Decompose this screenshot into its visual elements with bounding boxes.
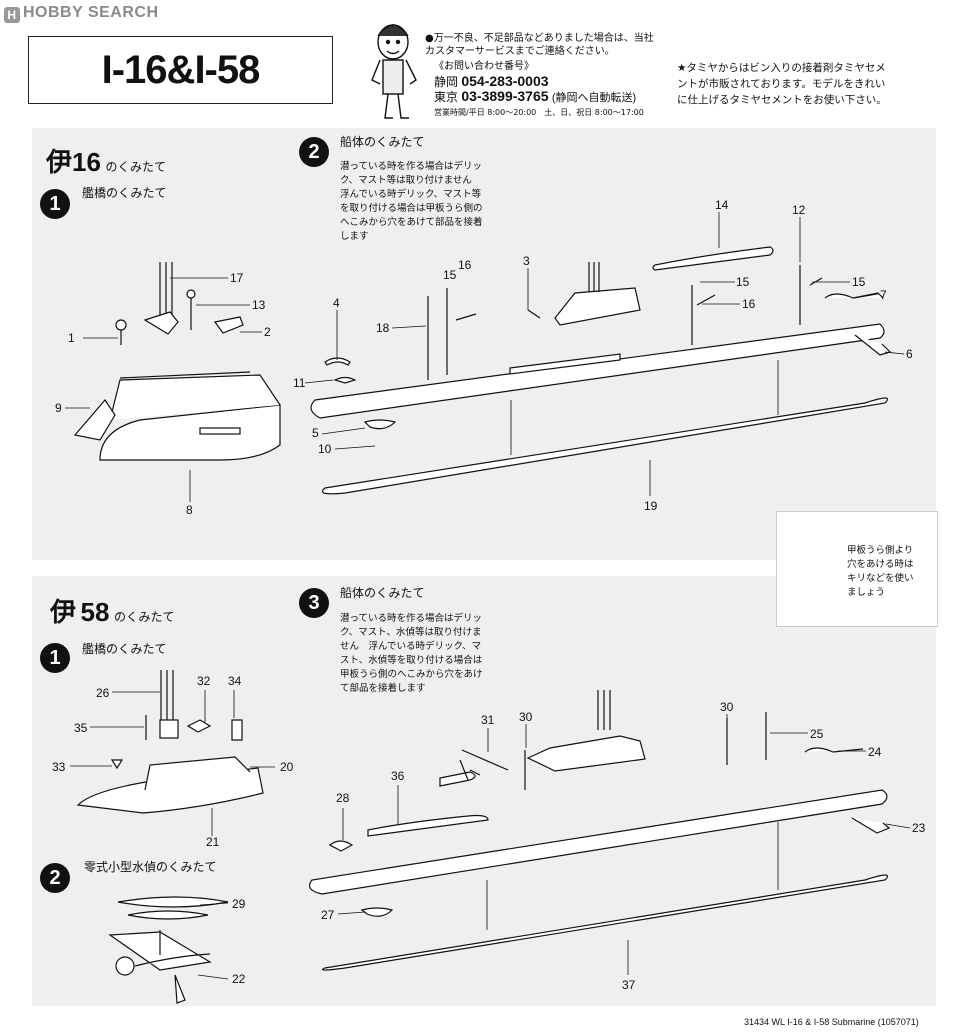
i16-step2-number: 2 <box>299 137 329 167</box>
part-number: 16 <box>742 297 756 311</box>
tokyo-note: (静岡へ自動転送) <box>551 92 637 104</box>
seaplane-drawing <box>108 896 229 1004</box>
part-number: 23 <box>912 821 926 835</box>
tokyo-city: 東京 <box>434 90 459 104</box>
shizuoka-city: 静岡 <box>434 75 459 89</box>
part-number: 8 <box>186 503 193 517</box>
part-number: 34 <box>228 674 242 688</box>
business-hours: 営業時間/平日 8:00〜20:00 土、日、祝日 8:00〜17:00 <box>434 108 644 117</box>
watermark-text: HOBBY SEARCH <box>23 4 159 21</box>
part-number: 32 <box>197 674 211 688</box>
part-number: 30 <box>720 700 734 714</box>
part-number: 16 <box>458 258 472 272</box>
part-number: 5 <box>312 426 319 440</box>
part-number: 13 <box>252 298 266 312</box>
i58-step3-instructions: 潜っている時を作る場合はデリッ ク、マスト、水偵等は取り付けま せん 浮んでいる… <box>340 613 483 694</box>
part-number: 27 <box>321 908 335 922</box>
part-number: 12 <box>792 203 806 217</box>
part-number: 9 <box>55 401 62 415</box>
part-number: 15 <box>443 268 457 282</box>
part-number: 11 <box>293 376 306 390</box>
customer-service-intro: ●万一不良、不足部品などありました場合は、当社 カスタマーサービスまでご連絡くだ… <box>425 33 654 57</box>
page-title: I-16&I-58 <box>101 47 261 92</box>
part-number: 21 <box>206 835 220 849</box>
i16-heading-suffix: のくみたて <box>105 160 166 174</box>
i16-step1-number: 1 <box>40 189 70 219</box>
title-box: I-16&I-58 <box>28 36 333 104</box>
footer-product-code: 31434 WL I-16 & I-58 Submarine (1057071) <box>744 1017 919 1027</box>
hobby-search-icon: H <box>4 7 20 23</box>
i58-step1-number: 1 <box>40 643 70 673</box>
part-number: 2 <box>264 325 271 339</box>
part-number: 36 <box>391 769 405 783</box>
drill-tip-box: 甲板うら側より 穴をあける時は キリなどを使い ましょう <box>776 511 938 627</box>
i16-heading-kanji: 伊 <box>46 147 73 177</box>
seaplane-leaders <box>197 902 229 980</box>
i58-heading-kanji: 伊 <box>50 597 77 627</box>
part-number: 4 <box>333 296 340 310</box>
i58-step3-number: 3 <box>299 588 329 618</box>
part-number: 25 <box>810 727 824 741</box>
part-number: 29 <box>232 897 246 911</box>
cement-note: ★タミヤからはビン入りの接着剤タミヤセメ ントが市販されております。モデルをきれ… <box>677 62 887 106</box>
part-number: 3 <box>523 254 530 268</box>
part-number: 10 <box>318 442 332 456</box>
part-number: 35 <box>74 721 88 735</box>
i58-hull-leaders <box>337 714 911 975</box>
i16-hull-drawing <box>310 246 892 495</box>
tokyo-tel: 03-3899-3765 <box>461 88 549 104</box>
part-number: 28 <box>336 791 350 805</box>
part-number: 15 <box>736 275 750 289</box>
i16-step1-title: 艦橋のくみたて <box>82 186 167 200</box>
part-number: 1 <box>68 331 75 345</box>
i16-heading: 伊16 のくみたて <box>46 142 166 179</box>
i58-step2-title: 零式小型水偵のくみたて <box>84 860 217 874</box>
i58-bridge-leaders <box>70 690 275 836</box>
part-number: 33 <box>52 760 66 774</box>
part-number: 17 <box>230 271 244 285</box>
i58-heading-suffix: のくみたて <box>114 610 175 624</box>
i58-step3-title: 船体のくみたて <box>340 586 425 600</box>
i16-heading-num: 16 <box>72 147 101 177</box>
shizuoka-phone: 静岡 054-283-0003 <box>434 73 549 90</box>
i58-heading: 伊 58 のくみたて <box>50 592 174 629</box>
part-number: 31 <box>481 713 495 727</box>
i16-bridge-leaders <box>65 277 262 502</box>
part-number: 20 <box>280 760 294 774</box>
drill-tip-text: 甲板うら側より 穴をあける時は キリなどを使い ましょう <box>847 545 914 598</box>
customer-service-label: 《お問い合わせ番号》 <box>434 61 534 72</box>
i16-bridge-drawing <box>73 262 281 461</box>
i58-heading-num: 58 <box>80 597 110 627</box>
part-number: 19 <box>644 499 658 513</box>
shizuoka-tel: 054-283-0003 <box>461 73 549 89</box>
part-number: 22 <box>232 972 246 986</box>
part-number: 14 <box>715 198 729 212</box>
mascot-figure <box>371 24 417 119</box>
i58-step2-number: 2 <box>40 863 70 893</box>
i58-bridge-drawing <box>76 670 264 814</box>
part-number: 15 <box>852 275 866 289</box>
part-number: 7 <box>880 288 887 302</box>
part-number: 18 <box>376 321 390 335</box>
part-number: 30 <box>519 710 533 724</box>
i58-hull-drawing <box>309 690 891 971</box>
tokyo-phone: 東京 03-3899-3765 (静岡へ自動転送) <box>434 88 636 105</box>
part-number: 26 <box>96 686 110 700</box>
i16-hull-leaders <box>304 212 905 496</box>
part-number: 6 <box>906 347 913 361</box>
part-number: 24 <box>868 745 882 759</box>
i16-step2-title: 船体のくみたて <box>340 135 425 149</box>
i58-step1-title: 艦橋のくみたて <box>82 642 167 656</box>
i16-step2-instructions: 潜っている時を作る場合はデリッ ク、マスト等は取り付けません 浮んでいる時デリッ… <box>340 161 483 242</box>
part-number: 37 <box>622 978 636 992</box>
